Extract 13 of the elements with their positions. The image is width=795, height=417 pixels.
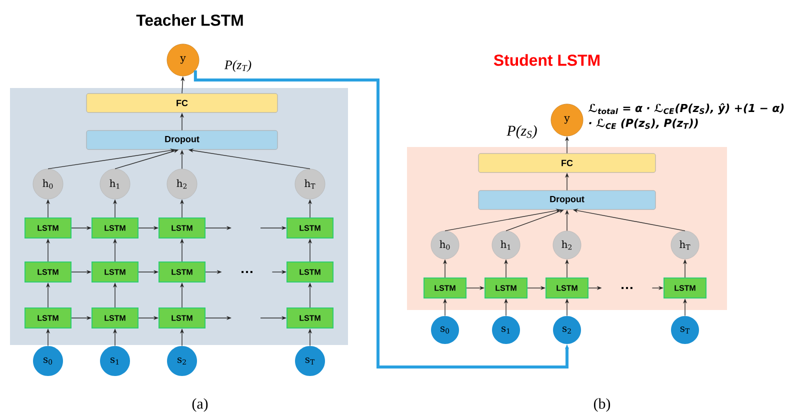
panel-title: Teacher LSTM xyxy=(136,14,243,26)
loss-formula: ℒ$_{total}$ = α · ℒ$_{CE}$(P(z$_{S}$), ŷ) +(1 − α) · ℒ$_{CE}$ (P(z$_{S}$), P(z$_{T}$)) xyxy=(588,103,784,129)
dropout-layer-box: Dropout xyxy=(478,190,656,210)
subfigure-label: (a) xyxy=(192,398,208,412)
fc-layer-box: FC xyxy=(478,153,656,173)
fc-layer-box: FC xyxy=(86,93,278,113)
ellipsis: … xyxy=(242,270,252,274)
probability-label: P(z$_{T}$) xyxy=(224,60,252,72)
probability-label: P(z$_{S}$) xyxy=(506,125,537,139)
subfigure-label: (b) xyxy=(594,398,610,412)
panel-title: Student LSTM xyxy=(494,54,600,66)
dropout-layer-box: Dropout xyxy=(86,130,278,150)
ellipsis: … xyxy=(622,286,632,290)
